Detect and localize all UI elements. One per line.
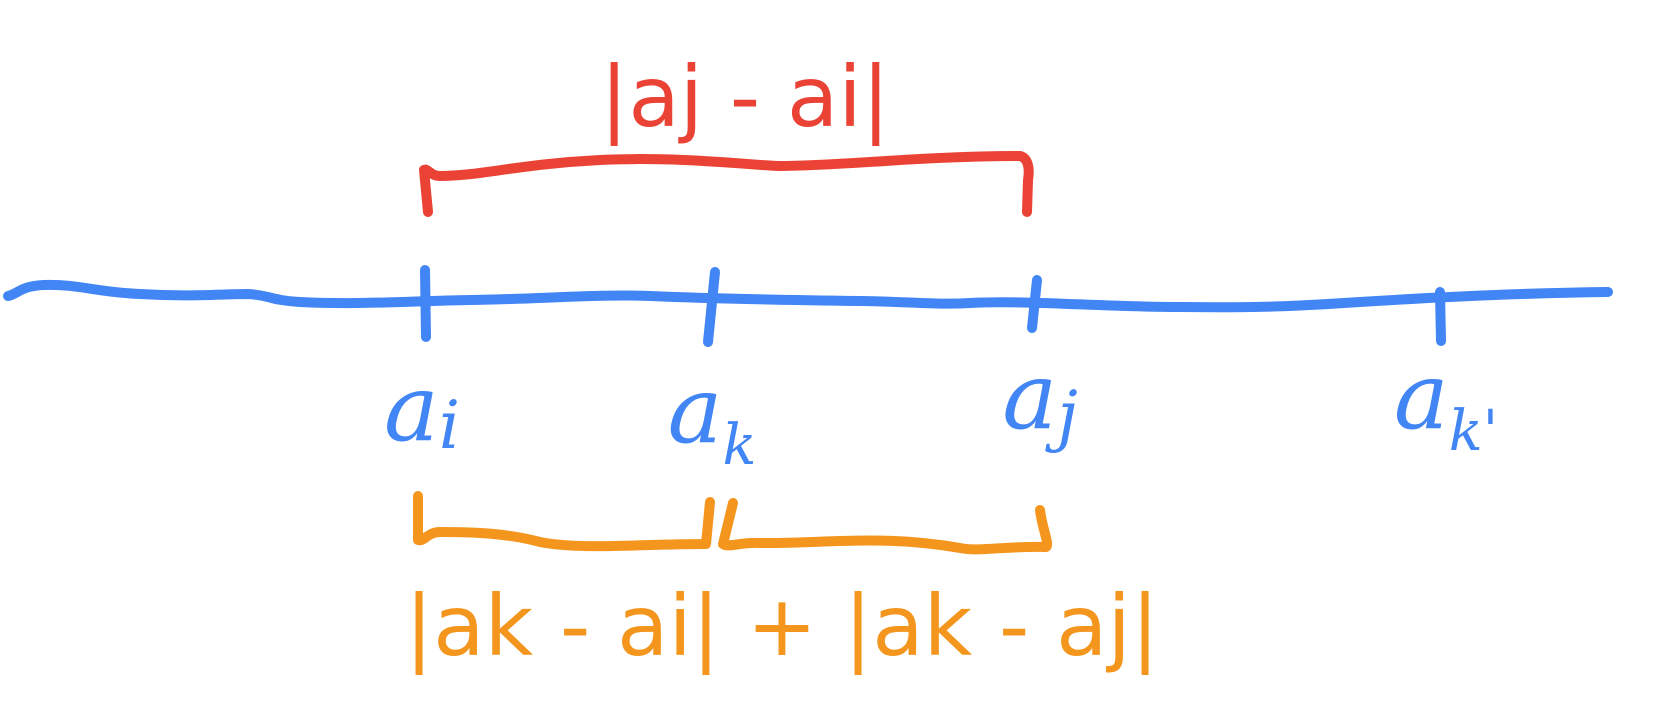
tick-mark-a-k bbox=[703, 267, 720, 347]
tick-mark-a-k-prime bbox=[1435, 287, 1446, 346]
bottom-brace-right bbox=[718, 498, 1053, 555]
number-line bbox=[3, 279, 1613, 313]
bottom-brace-left bbox=[413, 491, 715, 552]
point-label-a-j: aj bbox=[1002, 343, 1077, 454]
tick-mark-a-j bbox=[1027, 275, 1042, 333]
point-label-a-k: ak bbox=[668, 357, 757, 478]
point-label-a-k-prime: ak' bbox=[1394, 343, 1498, 464]
point-label-a-i: ai bbox=[384, 355, 460, 464]
top-brace bbox=[419, 151, 1034, 217]
top-brace-label: |aj - ai| bbox=[600, 48, 890, 146]
bottom-braces-label: |ak - ai| + |ak - aj| bbox=[405, 577, 1159, 675]
tick-mark-a-i bbox=[420, 265, 431, 342]
